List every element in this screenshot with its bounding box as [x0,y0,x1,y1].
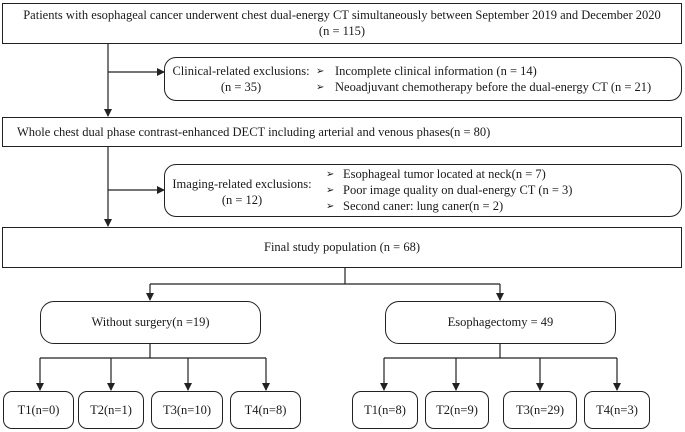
imaging-exclusion-item: Second caner: lung caner(n = 2) [343,199,504,213]
top-cohort-line2: (n = 115) [318,24,366,38]
clinical-exclusions-count: (n = 35) [220,80,262,94]
clinical-exclusions-title: Clinical-related exclusions: [172,64,310,78]
top-cohort-line1: Patients with esophageal cancer underwen… [23,8,661,22]
top-cohort-box: Patients with esophageal cancer underwen… [2,3,682,44]
bullet-icon: ➢ [326,201,335,212]
stage-label: T3(n=29) [515,403,564,417]
imaging-exclusion-item: Esophageal tumor located at neck(n = 7) [343,167,546,181]
bullet-icon: ➢ [316,82,325,93]
esophagectomy-text: Esophagectomy = 49 [447,315,554,329]
dect-text: Whole chest dual phase contrast-enhanced… [17,125,491,139]
dect-box: Whole chest dual phase contrast-enhanced… [2,117,682,147]
final-population-text: Final study population (n = 68) [264,240,420,254]
stage-label: T4(n=3) [596,403,638,417]
ws-stage-t2-box: T2(n=1) [78,391,144,429]
es-stage-t4-box: T4(n=3) [584,391,650,429]
clinical-exclusions-box: Clinical-related exclusions: (n = 35) ➢ … [164,57,682,101]
clinical-exclusion-item: Incomplete clinical information (n = 14) [335,64,537,78]
es-stage-t1-box: T1(n=8) [352,391,418,429]
ws-stage-t1-box: T1(n=0) [3,391,74,429]
stage-label: T4(n=8) [244,403,287,417]
imaging-exclusions-count: (n = 12) [221,193,263,207]
without-surgery-box: Without surgery(n =19) [40,301,261,344]
bullet-icon: ➢ [326,185,335,196]
es-stage-t2-box: T2(n=9) [425,391,489,429]
bullet-icon: ➢ [326,169,335,180]
imaging-exclusions-box: Imaging-related exclusions: (n = 12) ➢ E… [164,164,682,217]
stage-label: T3(n=10) [162,403,211,417]
stage-label: T1(n=8) [364,403,406,417]
stage-label: T2(n=9) [436,403,478,417]
ws-stage-t4-box: T4(n=8) [230,391,301,429]
esophagectomy-box: Esophagectomy = 49 [385,301,616,344]
clinical-exclusion-item: Neoadjuvant chemotherapy before the dual… [335,80,652,94]
ws-stage-t3-box: T3(n=10) [151,391,223,429]
es-stage-t3-box: T3(n=29) [503,391,577,429]
without-surgery-text: Without surgery(n =19) [91,315,210,329]
stage-label: T2(n=1) [90,403,132,417]
imaging-exclusion-item: Poor image quality on dual-energy CT (n … [343,183,573,197]
final-population-box: Final study population (n = 68) [2,227,682,268]
stage-label: T1(n=0) [17,403,60,417]
bullet-icon: ➢ [316,66,325,77]
imaging-exclusions-title: Imaging-related exclusions: [172,177,312,191]
